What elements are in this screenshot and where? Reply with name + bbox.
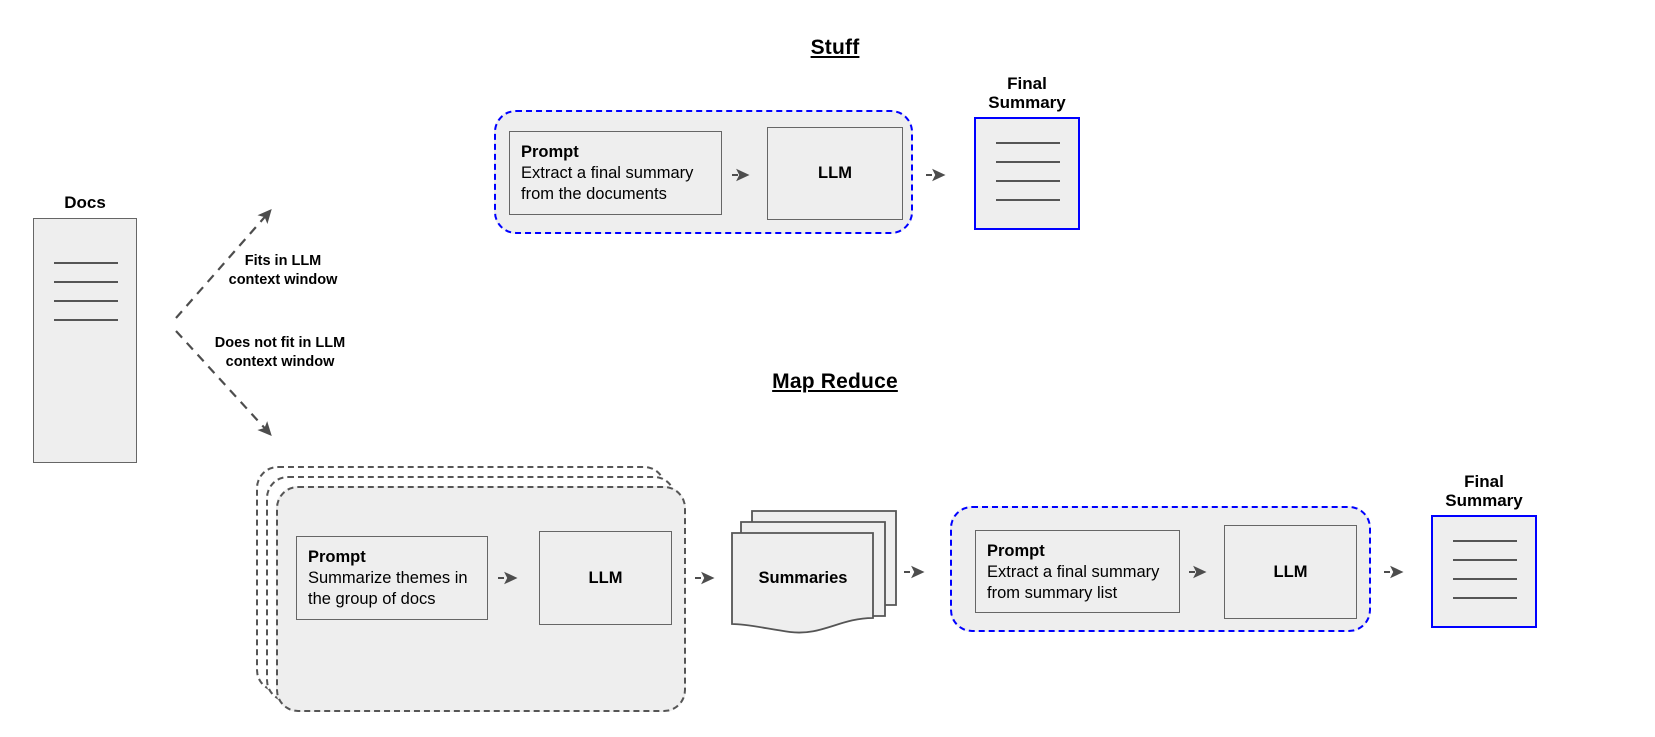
section-title-map-reduce: Map Reduce xyxy=(772,370,898,393)
mapreduce-summary-rule-4 xyxy=(1453,597,1517,599)
docs-label: Docs xyxy=(64,193,106,212)
mapreduce-summary-rule-3 xyxy=(1453,578,1517,580)
arrow-map-stage-to-summaries xyxy=(694,568,734,588)
docs-rule-4 xyxy=(54,319,118,321)
map-llm-box: LLM xyxy=(539,531,672,625)
summaries-label: Summaries xyxy=(758,569,848,587)
reduce-prompt-box: Prompt Extract a final summary from summ… xyxy=(975,530,1180,613)
branch-label-fits: Fits in LLM context window xyxy=(228,253,338,288)
stuff-summary-rule-2 xyxy=(996,161,1060,163)
mapreduce-final-summary-label: Final Summary xyxy=(1445,472,1523,510)
map-llm-label: LLM xyxy=(588,568,623,587)
stuff-llm-label: LLM xyxy=(818,164,852,182)
section-title-stuff: Stuff xyxy=(810,36,860,59)
map-prompt-box: Prompt Summarize themes in the group of … xyxy=(296,536,488,620)
stuff-llm-box: LLM xyxy=(767,127,903,220)
arrow-summaries-to-reduce-stage xyxy=(903,562,947,582)
stuff-prompt-title: Prompt xyxy=(521,143,579,161)
reduce-prompt-title: Prompt xyxy=(987,542,1045,560)
arrow-reduce-stage-to-output xyxy=(1383,562,1425,582)
map-prompt-title: Prompt xyxy=(308,548,366,566)
reduce-prompt-body: Extract a final summary from summary lis… xyxy=(987,563,1160,602)
arrow-stuff-prompt-to-llm xyxy=(731,165,767,185)
stuff-summary-rule-3 xyxy=(996,180,1060,182)
stuff-summary-rule-1 xyxy=(996,142,1060,144)
stuff-prompt-box: Prompt Extract a final summary from the … xyxy=(509,131,722,215)
stuff-final-summary-label: Final Summary xyxy=(988,74,1066,112)
mapreduce-final-summary-box xyxy=(1431,515,1537,628)
docs-rule-1 xyxy=(54,262,118,264)
reduce-llm-box: LLM xyxy=(1224,525,1357,619)
reduce-llm-label: LLM xyxy=(1273,562,1308,581)
stuff-prompt-body: Extract a final summary from the documen… xyxy=(521,164,694,203)
branch-label-does-not-fit: Does not fit in LLM context window xyxy=(214,335,346,370)
stuff-summary-rule-4 xyxy=(996,199,1060,201)
arrow-map-prompt-to-llm xyxy=(497,568,537,588)
stuff-final-summary-box xyxy=(974,117,1080,230)
docs-box xyxy=(33,218,137,463)
map-prompt-body: Summarize themes in the group of docs xyxy=(308,569,468,608)
docs-rule-2 xyxy=(54,281,118,283)
arrow-reduce-prompt-to-llm xyxy=(1188,562,1224,582)
mapreduce-summary-rule-2 xyxy=(1453,559,1517,561)
summaries-docstack: Summaries xyxy=(730,505,910,640)
mapreduce-summary-rule-1 xyxy=(1453,540,1517,542)
docs-rule-3 xyxy=(54,300,118,302)
arrow-stuff-stage-to-output xyxy=(925,165,967,185)
